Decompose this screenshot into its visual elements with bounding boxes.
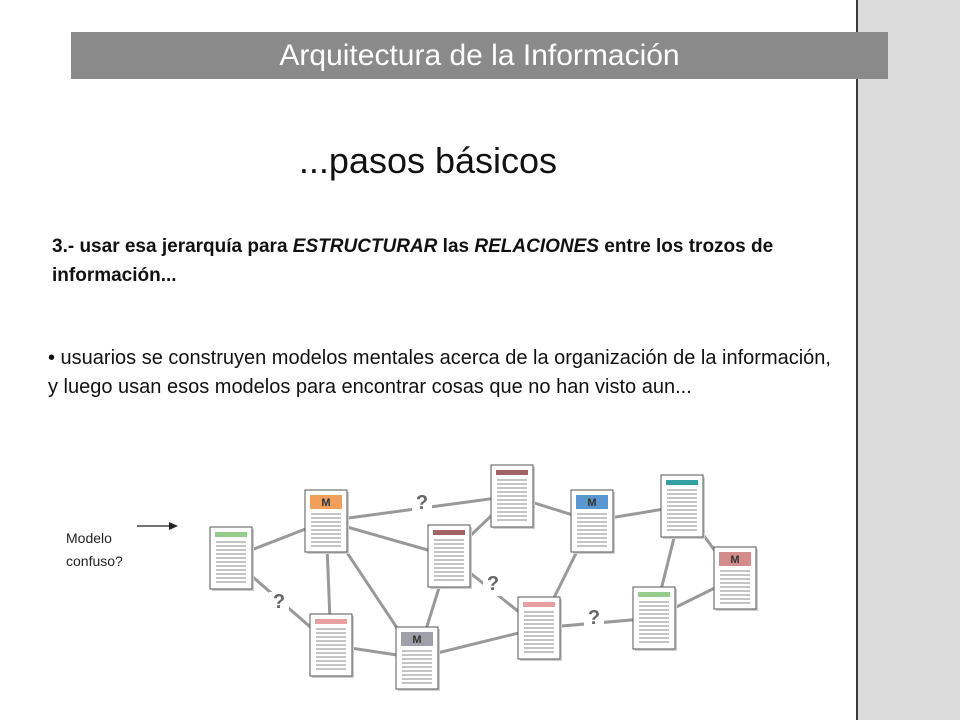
document-8 — [309, 613, 354, 678]
subtitle: ...pasos básicos — [0, 140, 856, 182]
document-header — [523, 602, 555, 607]
document-m-letter: M — [730, 554, 739, 566]
diagram-documents: M M M M — [209, 464, 758, 691]
document-4: M — [570, 489, 615, 554]
question-mark-background — [412, 493, 432, 515]
document-header — [401, 632, 433, 646]
title-bar: Arquitectura de la Información — [71, 32, 888, 79]
document-1 — [209, 526, 254, 591]
step-3-part2: las — [437, 236, 475, 257]
document-5 — [427, 524, 472, 589]
document-header — [719, 552, 751, 566]
document-header — [638, 592, 670, 597]
network-diagram: ???? M M M M — [209, 464, 758, 691]
document-3 — [490, 464, 535, 529]
question-mark-background — [269, 592, 289, 614]
document-11 — [632, 586, 677, 651]
document-header — [666, 480, 698, 485]
right-side-panel — [856, 0, 960, 720]
document-header — [215, 532, 247, 537]
document-m-letter: M — [412, 634, 421, 646]
document-m-letter: M — [321, 497, 330, 509]
diagram-question-marks: ???? — [269, 492, 604, 630]
diagram-label: Modelo confuso? — [66, 527, 123, 573]
question-mark: ? — [588, 607, 600, 629]
document-header — [310, 495, 342, 509]
step-3-part3: entre los trozos de información... — [52, 236, 774, 286]
diagram-label-line2: confuso? — [66, 553, 123, 569]
document-m-letter: M — [587, 497, 596, 509]
document-6 — [660, 474, 705, 539]
step-3-text: 3.- usar esa jerarquía para ESTRUCTURAR … — [52, 232, 842, 290]
step-3-emphasis-structure: ESTRUCTURAR — [292, 236, 438, 257]
document-9: M — [395, 626, 440, 691]
arrow-right-icon — [137, 522, 178, 530]
document-header — [315, 619, 347, 624]
question-mark: ? — [273, 591, 285, 613]
diagram-label-line1: Modelo — [66, 530, 112, 546]
subtitle-text: ...pasos básicos — [298, 140, 558, 181]
step-3-emphasis-relations: RELACIONES — [474, 236, 599, 257]
document-7: M — [713, 546, 758, 611]
question-mark-background — [483, 574, 503, 596]
step-3-part1: 3.- usar esa jerarquía para — [52, 236, 293, 257]
question-mark: ? — [487, 573, 499, 595]
document-header — [496, 470, 528, 475]
document-header — [433, 530, 465, 535]
bullet-text: • usuarios se construyen modelos mentale… — [48, 347, 831, 398]
document-header — [576, 495, 608, 509]
slide-title: Arquitectura de la Información — [279, 39, 680, 72]
bullet-point: • usuarios se construyen modelos mentale… — [48, 344, 838, 402]
question-mark: ? — [416, 492, 428, 514]
question-mark-background — [584, 608, 604, 630]
document-2: M — [304, 489, 349, 554]
document-10 — [517, 596, 562, 661]
